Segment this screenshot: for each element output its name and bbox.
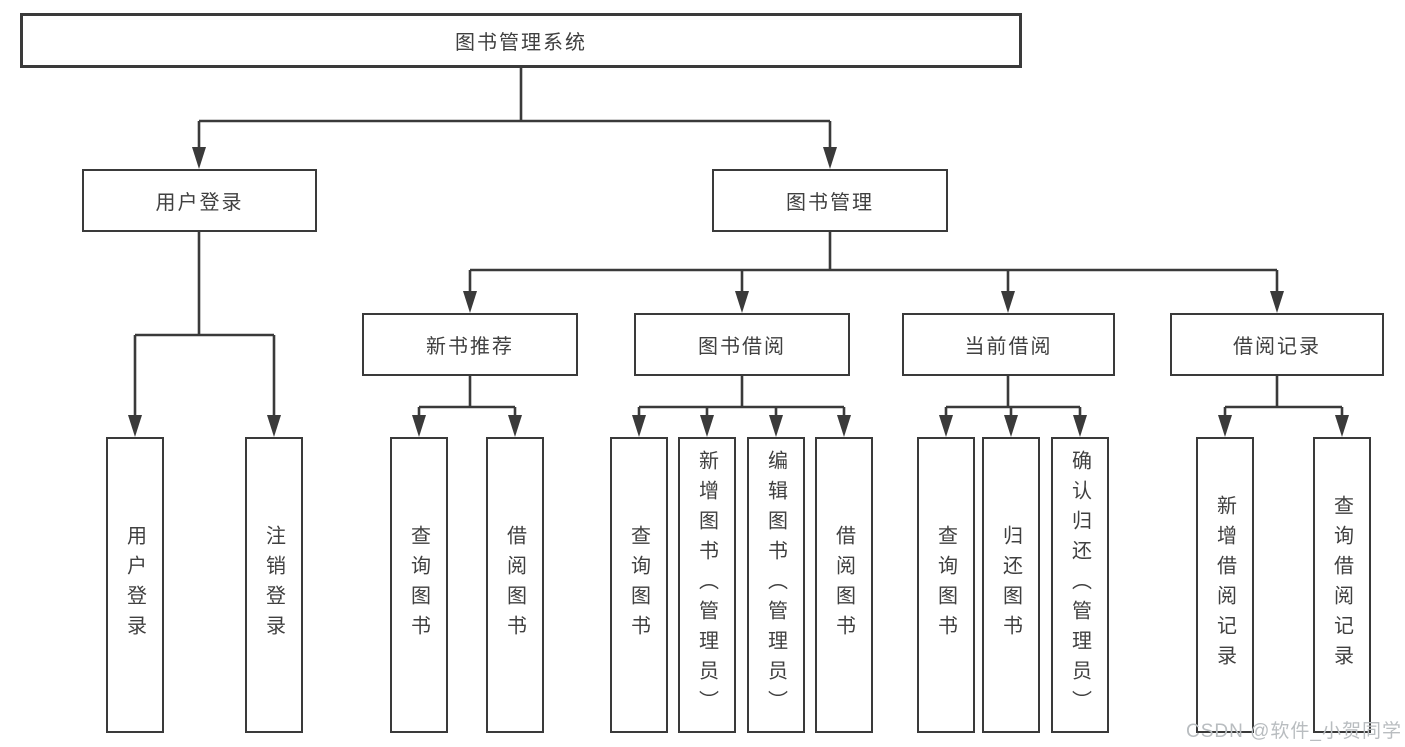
leaf-user-login: 用户登录 (106, 437, 164, 733)
leaf-borrow-books: 借阅图书 (815, 437, 873, 733)
leaf-return-book: 归还图书 (982, 437, 1040, 733)
leaf-add-borrow-record: 新增借阅记录 (1196, 437, 1254, 733)
leaf-query-borrow-record: 查询借阅记录 (1313, 437, 1371, 733)
leaf-query-books-current: 查询图书 (917, 437, 975, 733)
leaf-query-books-borrow: 查询图书 (610, 437, 668, 733)
node-root: 图书管理系统 (20, 13, 1022, 68)
node-current-borrow: 当前借阅 (902, 313, 1115, 376)
node-user-login: 用户登录 (82, 169, 317, 232)
node-book-management: 图书管理 (712, 169, 948, 232)
leaf-add-book-admin: 新增图书（管理员） (678, 437, 736, 733)
leaf-edit-book-admin: 编辑图书（管理员） (747, 437, 805, 733)
node-book-borrow: 图书借阅 (634, 313, 850, 376)
leaf-logout-login: 注销登录 (245, 437, 303, 733)
leaf-query-books-recommend: 查询图书 (390, 437, 448, 733)
node-borrow-records: 借阅记录 (1170, 313, 1384, 376)
leaf-borrow-books-recommend: 借阅图书 (486, 437, 544, 733)
leaf-confirm-return-admin: 确认归还（管理员） (1051, 437, 1109, 733)
node-new-book-recommend: 新书推荐 (362, 313, 578, 376)
